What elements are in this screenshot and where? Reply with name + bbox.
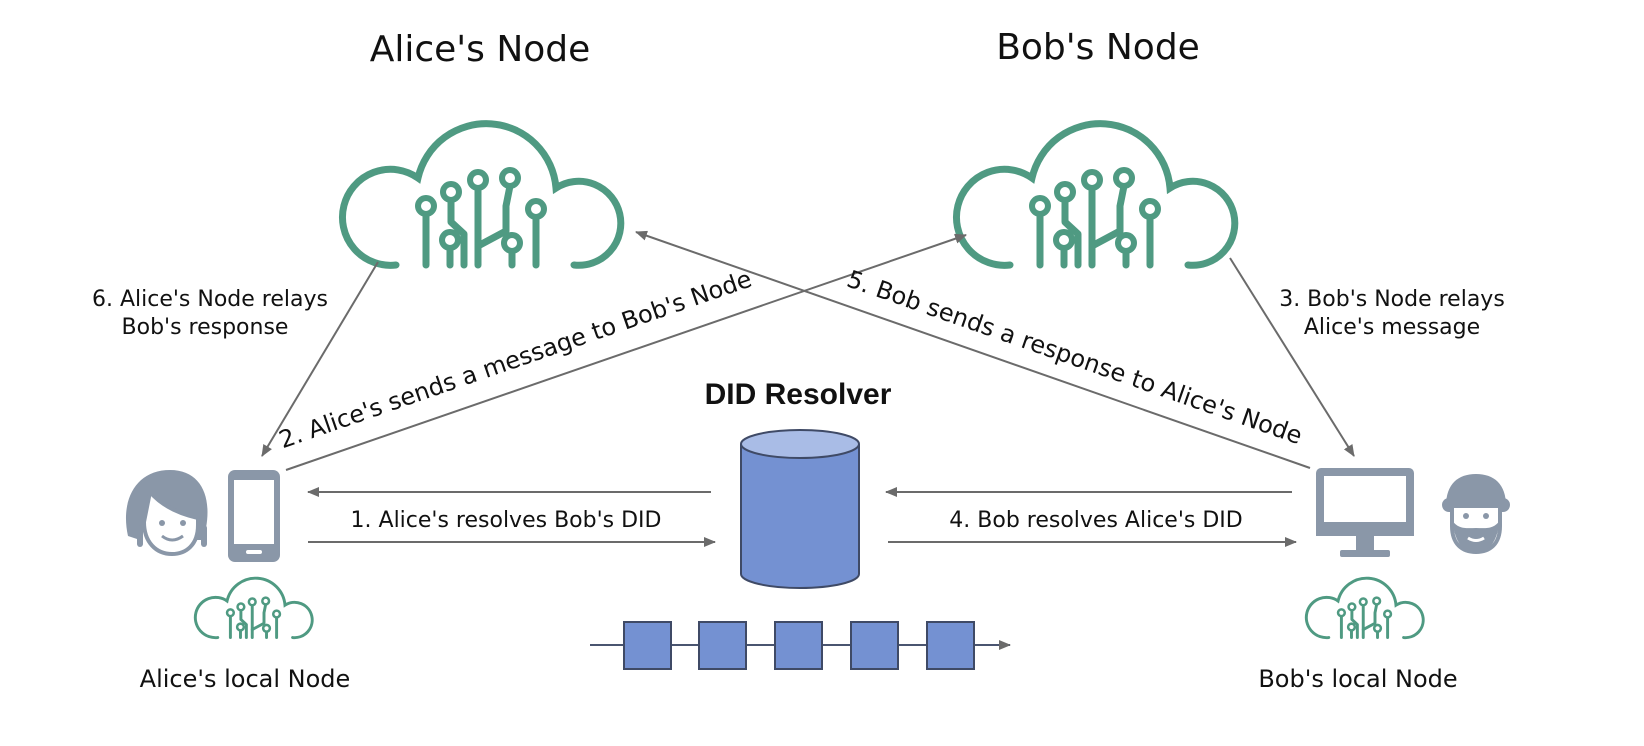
database-icon [740, 429, 860, 589]
smartphone-icon [228, 470, 280, 562]
alice-local-node-cloud-icon [193, 576, 314, 640]
step6-label-line1: 6. Alice's Node relays [92, 287, 328, 312]
arrow-step5 [635, 230, 1311, 469]
bob-node-title: Bob's Node [996, 27, 1200, 68]
did-resolver-title: DID Resolver [705, 378, 892, 411]
step3-label-line2: Alice's message [1304, 315, 1480, 340]
arrow-step3 [1229, 257, 1355, 457]
alice-node-title: Alice's Node [370, 29, 591, 70]
arrow-step6 [261, 261, 379, 457]
step1-label: 1. Alice's resolves Bob's DID [351, 508, 662, 533]
step4-label: 4. Bob resolves Alice's DID [949, 508, 1242, 533]
step6-label-line2: Bob's response [122, 315, 289, 340]
desktop-monitor-icon [1316, 468, 1414, 557]
arrow-step2 [285, 233, 967, 471]
woman-avatar-icon [125, 470, 208, 557]
blockchain-blocks-icon [590, 621, 1011, 670]
step2-label: 2. Alice's sends a message to Bob's Node [275, 265, 755, 454]
alice-node-cloud-icon [342, 124, 620, 266]
bob-node-cloud-icon [956, 124, 1234, 266]
man-avatar-icon [1442, 474, 1510, 555]
bob-local-node-label: Bob's local Node [1258, 665, 1457, 693]
step5-label: 5. Bob sends a response to Alice's Node [843, 265, 1305, 450]
bob-local-node-cloud-icon [1304, 576, 1425, 640]
step3-label-line1: 3. Bob's Node relays [1279, 287, 1505, 312]
alice-local-node-label: Alice's local Node [140, 665, 351, 693]
